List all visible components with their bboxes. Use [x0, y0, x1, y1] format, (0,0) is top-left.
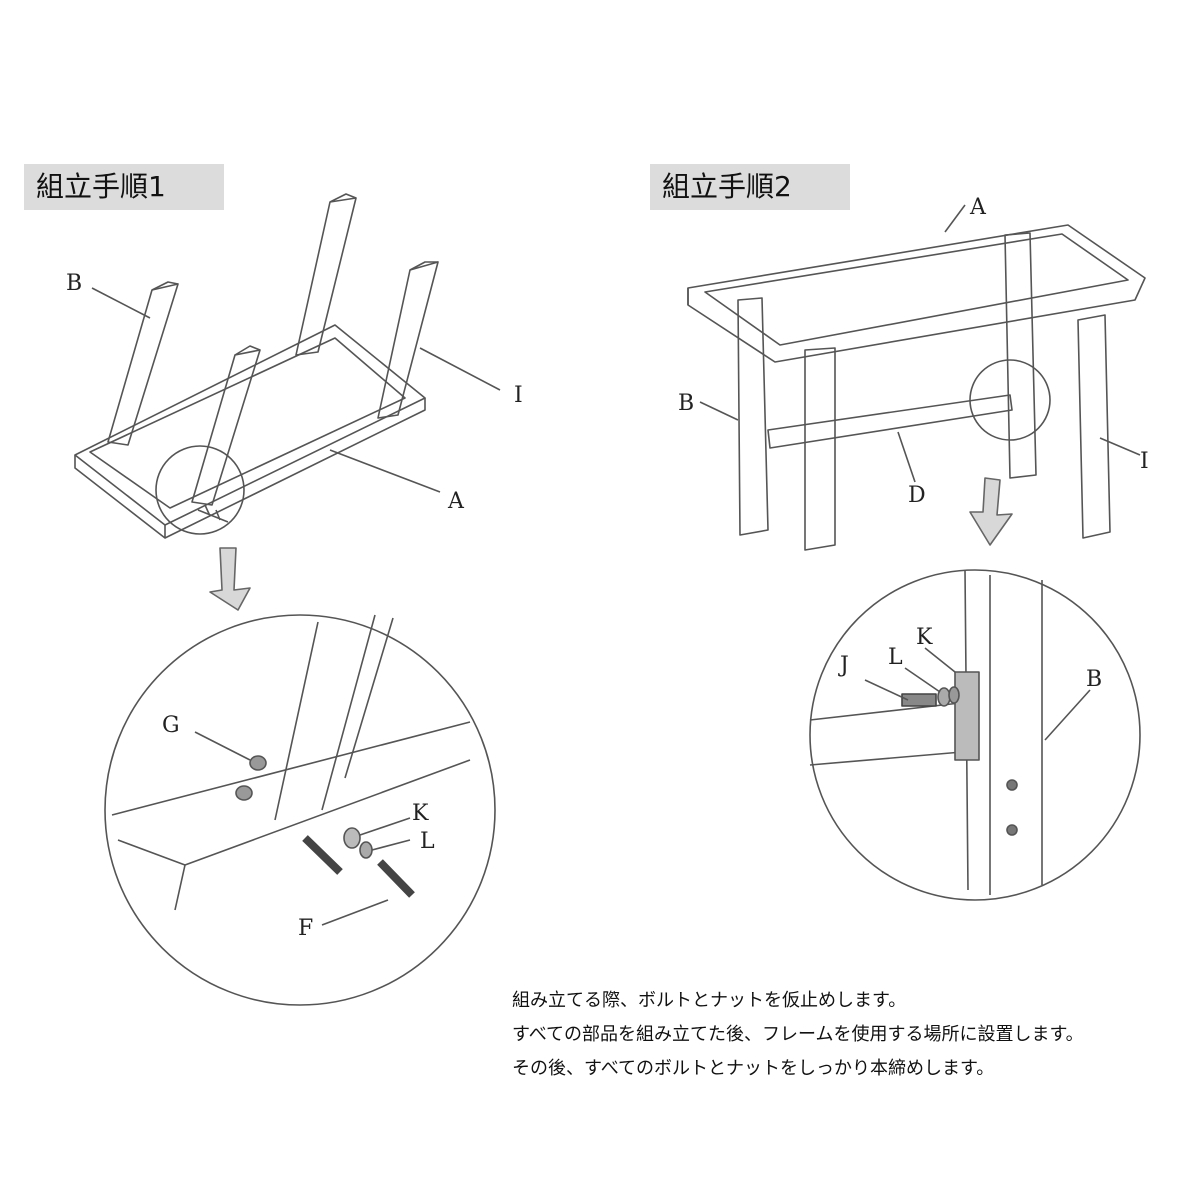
label-K: K — [412, 801, 429, 826]
label2-J: J — [838, 653, 849, 678]
step1-detail — [104, 614, 496, 1006]
label2-A: A — [969, 195, 987, 220]
label2-D: D — [908, 483, 926, 508]
label-L: L — [420, 829, 435, 854]
label2-B: B — [678, 391, 694, 416]
step2-detail — [809, 569, 1141, 901]
label-A: A — [447, 489, 465, 514]
label-I: I — [514, 383, 523, 408]
label2-L: L — [888, 645, 903, 670]
label2-B-detail: B — [1086, 667, 1102, 692]
step2-frame — [687, 204, 1146, 551]
label2-K: K — [916, 625, 933, 650]
instructions: 組み立てる際、ボルトとナットを仮止めします。 すべての部品を組み立てた後、フレー… — [512, 984, 1192, 1086]
step1-frame — [74, 193, 439, 539]
instruction-line-1: 組み立てる際、ボルトとナットを仮止めします。 — [512, 990, 907, 1011]
step1-title: 組立手順1 — [24, 164, 224, 210]
label-G: G — [162, 713, 180, 738]
label-B: B — [66, 271, 82, 296]
instruction-line-2: すべての部品を組み立てた後、フレームを使用する場所に設置します。 — [512, 1024, 1084, 1045]
instruction-line-3: その後、すべてのボルトとナットをしっかり本締めします。 — [512, 1058, 995, 1079]
step2-title: 組立手順2 — [650, 164, 850, 210]
label2-I: I — [1140, 449, 1149, 474]
label-F: F — [298, 916, 313, 941]
